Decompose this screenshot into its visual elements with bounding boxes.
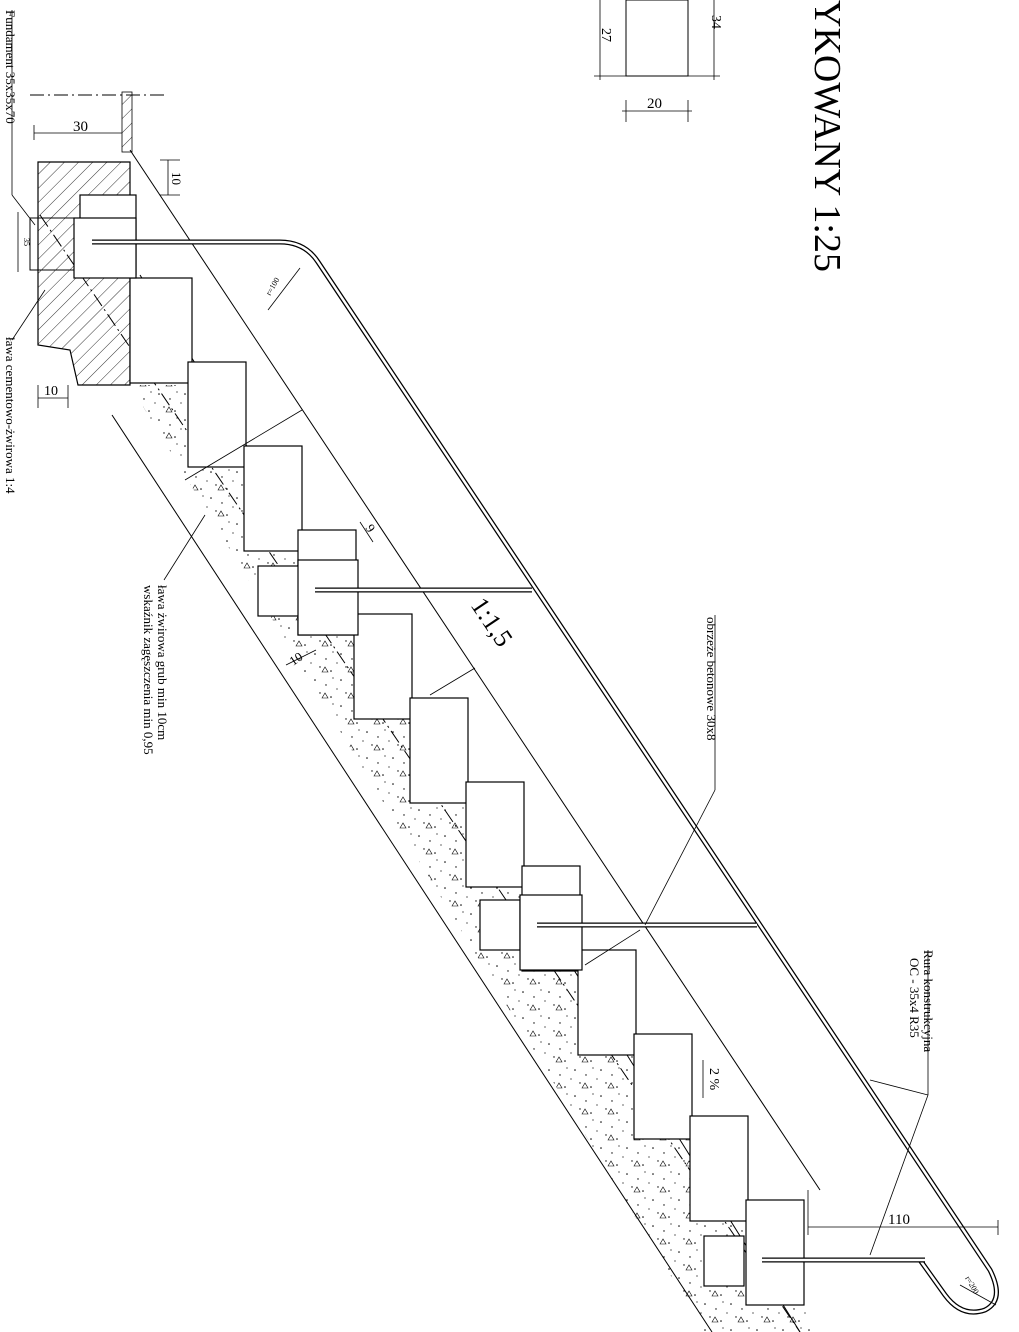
step-block — [465, 781, 525, 888]
bench-offset-dimension: 10 — [44, 384, 58, 399]
block-width: 20 — [647, 96, 662, 112]
top-width-dimension: 30 — [73, 119, 88, 135]
block-height-front: 27 — [598, 28, 613, 42]
pipe-label-1: Rura konstrukcyjna — [921, 950, 936, 1052]
step-block — [129, 277, 193, 384]
step-block — [409, 697, 469, 804]
step-block — [187, 361, 247, 468]
radius-bottom-label: r=200 — [963, 1275, 980, 1296]
steps — [73, 194, 805, 1306]
cement-gravel-bench-label: ława cementowo-żwirowa 1:4 — [3, 337, 18, 494]
step-block — [353, 613, 413, 720]
curb-block — [519, 894, 583, 971]
step-offset-dimension: 10 — [169, 172, 184, 185]
rise-dimension: 9 — [363, 521, 379, 535]
curb-block — [703, 1235, 745, 1287]
curb-block — [297, 559, 359, 636]
curb-block — [479, 899, 521, 951]
pipe-label-2: OC - 35x4 R35 — [907, 958, 922, 1038]
curb-block — [73, 217, 137, 279]
radius-top-label: r=100 — [264, 276, 281, 297]
concrete-curb-label: obrzeże betonowe 30x8 — [704, 617, 719, 740]
annotations: Fundament 35x35x70 ława cementowo-żwirow… — [3, 10, 936, 1256]
step-block — [243, 445, 303, 552]
gravel-bench-label-1: ława żwirowa grub min 10cm — [155, 585, 170, 740]
upper-ground: 30 10 — [30, 91, 184, 196]
step-block — [689, 1115, 749, 1222]
drain-slope-label: 2 % — [706, 1068, 721, 1091]
landing-dimension: 110 — [807, 1190, 999, 1235]
slope-label: 1:1,5 — [465, 592, 519, 652]
step-block — [633, 1033, 693, 1140]
landing-length: 110 — [888, 1212, 910, 1228]
foundation-label: Fundament 35x35x70 — [3, 10, 18, 124]
step-block — [577, 949, 637, 1056]
block-detail: 27 34 20 — [594, 0, 723, 122]
gravel-bench-label-2: wskaźnik zagęszczenia min 0,95 — [141, 585, 156, 755]
drawing-title: YKOWANY 1:25 — [806, 0, 848, 272]
step-block — [745, 1199, 805, 1306]
block-height-back: 34 — [708, 15, 723, 29]
foundation-size-dimension: 35 — [22, 238, 31, 246]
